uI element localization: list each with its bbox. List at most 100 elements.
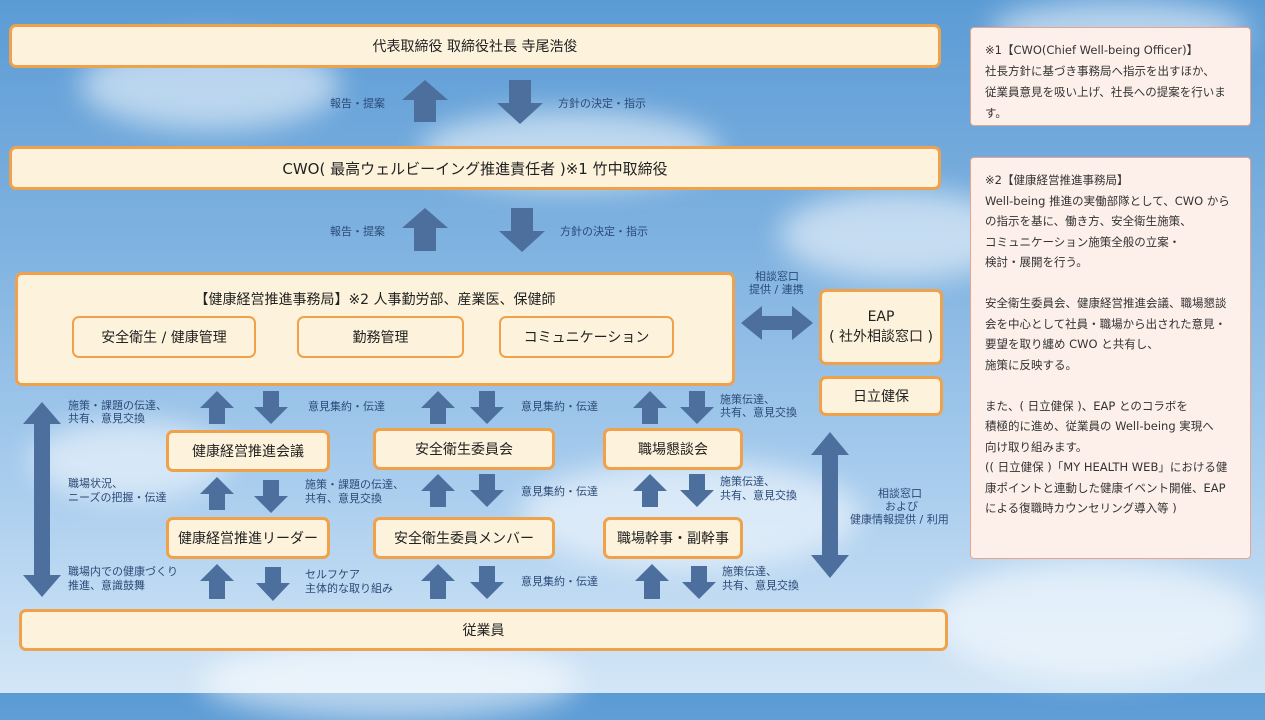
note-line: ※1【CWO(Chief Well-being Officer)】	[985, 43, 1199, 57]
up-arrow	[402, 80, 448, 122]
note-secretariat: ※2【健康経営推進事務局】 Well-being 推進の実働部隊として、CWO …	[970, 157, 1251, 559]
left-label: 施策・課題の伝達、	[68, 399, 167, 412]
note-line: 検討・展開を行う。	[985, 255, 1088, 269]
note-line: 向け取り組みます。	[985, 439, 1088, 454]
employees-box: 従業員	[19, 609, 948, 651]
consult-right-label: 相談窓口	[878, 487, 922, 500]
note-line: (( 日立健保 )「MY HEALTH WEB」における健	[985, 460, 1228, 474]
opinion-label: 意見集約・伝達	[521, 400, 598, 413]
eap-label: EAP	[867, 309, 895, 325]
workplace-meeting-label: 職場懇談会	[638, 442, 708, 458]
work-management-label: 勤務管理	[352, 330, 409, 346]
note-line: 会を中心として社員・職場から出された意見・	[985, 316, 1227, 331]
selfcare-label: 主体的な取り組み	[305, 582, 393, 595]
up-arrow	[633, 474, 667, 507]
up-down-arrow	[23, 402, 61, 597]
cloud	[930, 560, 1260, 680]
left-right-arrow	[741, 306, 813, 340]
note-line: コミュニケーション施策全般の立案・	[985, 234, 1181, 249]
down-arrow	[682, 566, 716, 599]
up-arrow	[421, 564, 455, 599]
opinion-label: 意見集約・伝達	[521, 575, 598, 588]
consult-label: 相談窓口	[755, 270, 799, 283]
down-arrow	[470, 391, 504, 424]
measures-label: 共有、意見交換	[720, 406, 797, 419]
leader-box: 健康経営推進リーダー	[166, 517, 330, 559]
committee-member-label: 安全衛生委員メンバー	[394, 531, 534, 547]
workplace-meeting-box: 職場懇談会	[603, 428, 743, 470]
note-line: による復職時カウンセリング導入等 )	[985, 501, 1177, 515]
report-label: 報告・提案	[330, 97, 385, 110]
note-line: 従業員意見を吸い上げ、社長への提案を行います。	[985, 85, 1226, 120]
eap-box: EAP ( 社外相談窓口 )	[819, 289, 943, 365]
up-arrow	[402, 208, 448, 251]
down-arrow	[680, 474, 714, 507]
left-label: ニーズの把握・伝達	[68, 491, 167, 504]
hitachi-kenpo-box: 日立健保	[819, 376, 943, 416]
opinion-label: 意見集約・伝達	[308, 400, 385, 413]
work-management-box: 勤務管理	[297, 316, 464, 358]
note-cwo: ※1【CWO(Chief Well-being Officer)】 社長方針に基…	[970, 27, 1251, 126]
note-spacer	[985, 273, 1244, 294]
consult-right-label: 健康情報提供 / 利用	[850, 513, 949, 526]
down-arrow	[470, 474, 504, 507]
policy-label: 方針の決定・指示	[560, 225, 648, 238]
left-label: 職場状況、	[68, 477, 123, 490]
left-label: 共有、意見交換	[68, 412, 145, 425]
council-box: 健康経営推進会議	[166, 430, 330, 472]
note-line: 要望を取り纏め CWO と共有し、	[985, 337, 1159, 351]
cwo-box: CWO( 最高ウェルビーイング推進責任者 )※1 竹中取締役	[9, 146, 941, 190]
communication-box: コミュニケーション	[499, 316, 674, 358]
up-arrow	[421, 474, 455, 507]
note-line: 安全衛生委員会、健康経営推進会議、職場懇談	[985, 296, 1227, 310]
up-arrow	[421, 391, 455, 424]
mid-label: 共有、意見交換	[305, 492, 382, 505]
down-arrow	[254, 391, 288, 424]
safety-health-label: 安全衛生 / 健康管理	[101, 330, 227, 346]
committee-member-box: 安全衛生委員メンバー	[373, 517, 555, 559]
hitachi-kenpo-label: 日立健保	[853, 389, 909, 405]
leader-label: 健康経営推進リーダー	[178, 531, 318, 547]
up-arrow	[633, 391, 667, 424]
down-arrow	[497, 80, 543, 124]
note-line: 積極的に進め、従業員の Well-being 実現へ	[985, 419, 1214, 433]
note-line: 施策に反映する。	[985, 357, 1077, 372]
note-line: ※2【健康経営推進事務局】	[985, 173, 1129, 187]
note-line: 社長方針に基づき事務局へ指示を出すほか、	[985, 64, 1215, 78]
note-line: Well-being 推進の実働部隊として、CWO から	[985, 193, 1230, 208]
down-arrow	[256, 567, 290, 601]
consult-right-label: および	[885, 500, 918, 513]
note-line: また、( 日立健保 )、EAP とのコラボを	[985, 398, 1188, 413]
cwo-label: CWO( 最高ウェルビーイング推進責任者 )※1 竹中取締役	[282, 159, 668, 178]
council-label: 健康経営推進会議	[192, 444, 304, 460]
arrows-layer	[23, 80, 849, 601]
note-line: 康ポイントと連動した健康イベント開催、EAP	[985, 480, 1226, 495]
up-arrow	[200, 564, 234, 599]
note-line: の指示を基に、働き方、安全衛生施策、	[985, 214, 1192, 228]
measures-label: 共有、意見交換	[720, 489, 797, 502]
consult-label: 提供 / 連携	[749, 283, 804, 296]
president-box: 代表取締役 取締役社長 寺尾浩俊	[9, 24, 941, 68]
down-arrow	[499, 208, 545, 252]
report-label: 報告・提案	[330, 225, 385, 238]
mid-label: 施策・課題の伝達、	[305, 478, 404, 491]
measures-label: 共有、意見交換	[722, 579, 799, 592]
selfcare-label: セルフケア	[305, 568, 360, 581]
measures-label: 施策伝達、	[722, 565, 777, 578]
secretary-box: 職場幹事・副幹事	[603, 517, 743, 559]
president-label: 代表取締役 取締役社長 寺尾浩俊	[372, 39, 578, 55]
left-label: 推進、意識鼓舞	[68, 579, 145, 592]
down-arrow	[254, 480, 288, 513]
down-arrow	[470, 566, 504, 599]
down-arrow	[680, 391, 714, 424]
safety-committee-label: 安全衛生委員会	[415, 442, 513, 458]
note-spacer	[985, 375, 1244, 396]
measures-label: 施策伝達、	[720, 475, 775, 488]
secretary-label: 職場幹事・副幹事	[617, 531, 729, 547]
safety-health-box: 安全衛生 / 健康管理	[72, 316, 256, 358]
eap-sublabel: ( 社外相談窓口 )	[829, 329, 933, 345]
up-arrow	[200, 391, 234, 424]
safety-committee-box: 安全衛生委員会	[373, 428, 555, 470]
measures-label: 施策伝達、	[720, 393, 775, 406]
opinion-label: 意見集約・伝達	[521, 485, 598, 498]
